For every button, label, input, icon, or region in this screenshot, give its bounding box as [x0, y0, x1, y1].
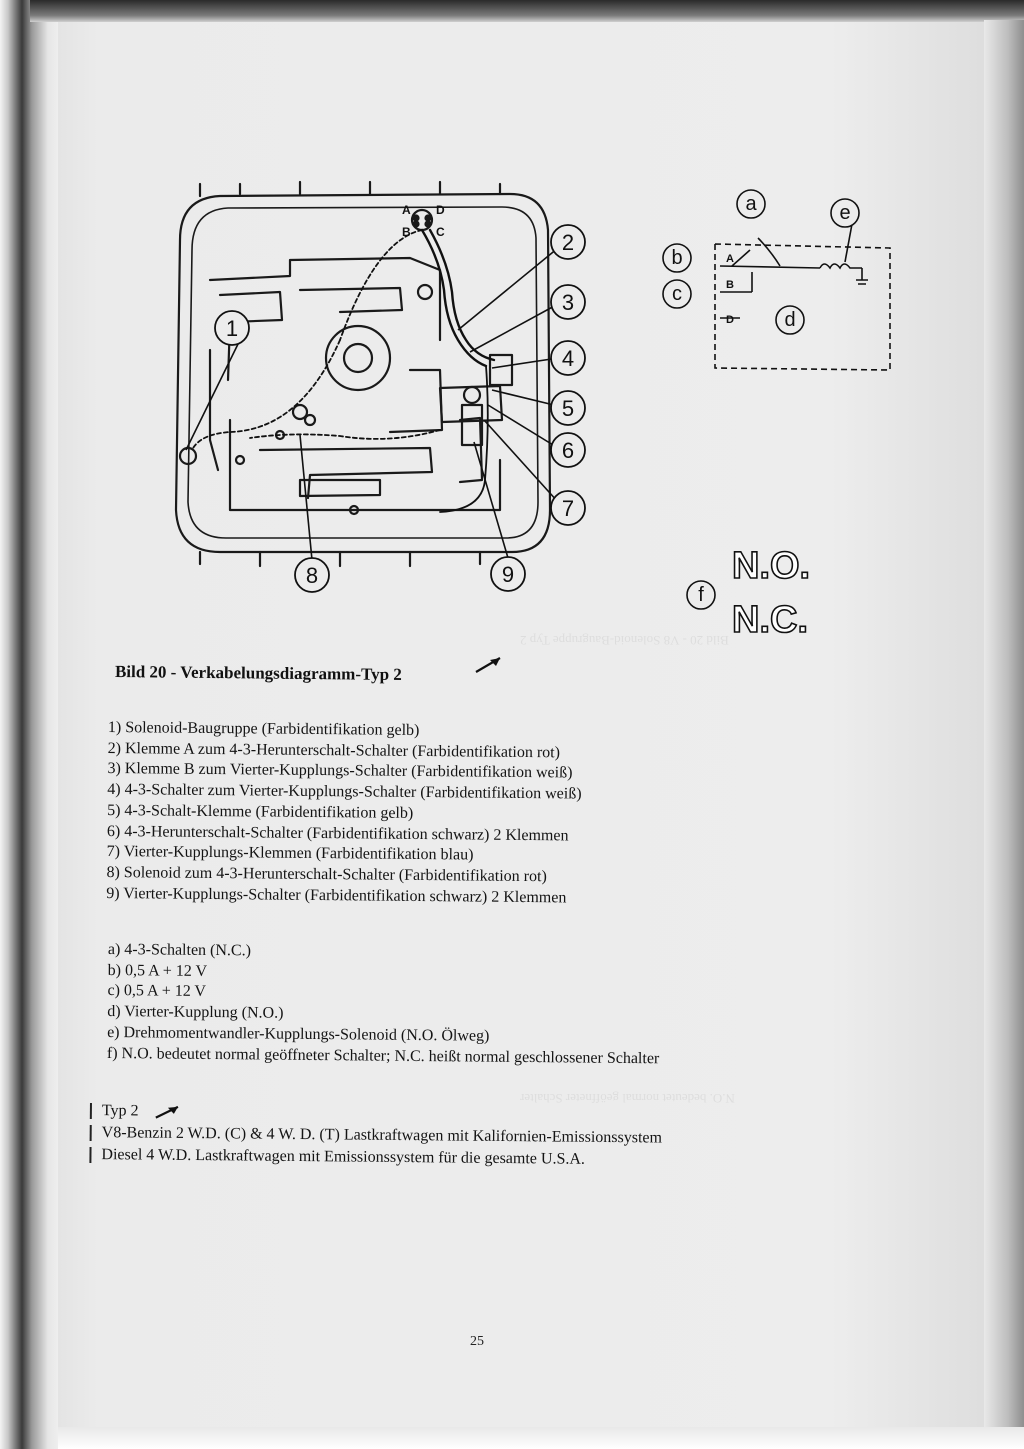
top-edge-shadow	[30, 0, 1024, 22]
callout-8: 8	[306, 563, 318, 588]
schematic-callout-c: c	[672, 283, 682, 305]
schematic-callout-e: e	[839, 202, 850, 224]
right-page-edge	[984, 20, 1024, 1430]
wiring-diagram: 1 2 3 4 5 6 7 8 9 A D B C	[174, 180, 891, 640]
callout-2: 2	[562, 230, 574, 255]
switch-callout-f: f	[698, 584, 704, 606]
terminal-label-b: B	[726, 279, 734, 291]
page-number: 25	[470, 1334, 484, 1349]
callout-5: 5	[562, 396, 574, 421]
type-label: Typ 2	[101, 1102, 139, 1120]
connector-label-d: D	[436, 203, 445, 217]
type-note-line: Typ 2	[88, 1100, 663, 1128]
terminal-label-d: D	[726, 314, 734, 326]
pointer-arrow-icon	[155, 1106, 179, 1119]
paper-sheet	[58, 20, 1024, 1430]
figure-caption: Bild 20 - Verkabelungsdiagramm-Typ 2	[114, 662, 402, 685]
bottom-margin	[58, 1427, 1024, 1449]
schematic-callout-a: a	[745, 193, 757, 215]
callout-7: 7	[562, 496, 574, 521]
schematic-callout-d: d	[784, 309, 795, 331]
lettered-legend: a) 4-3-Schalten (N.C.) b) 0,5 A + 12 V c…	[107, 940, 661, 1070]
switch-label-no: N.O.	[732, 545, 810, 587]
pointer-arrow-icon	[475, 657, 501, 673]
callout-6: 6	[562, 438, 574, 463]
connector-label-a: A	[402, 203, 411, 217]
callout-9: 9	[502, 562, 514, 587]
callout-4: 4	[562, 346, 574, 371]
connector-label-c: C	[436, 225, 445, 239]
book-binding-shadow	[0, 0, 60, 1449]
callout-3: 3	[562, 290, 574, 315]
type-notes: Typ 2 V8-Benzin 2 W.D. (C) & 4 W. D. (T)…	[87, 1100, 662, 1172]
numbered-legend: 1) Solenoid-Baugruppe (Farbidentifikatio…	[106, 718, 582, 909]
terminal-label-a: A	[726, 253, 734, 265]
schematic-callout-b: b	[671, 247, 682, 269]
connector-label-b: B	[402, 225, 411, 239]
callout-1: 1	[226, 316, 238, 341]
switch-label-nc: N.C.	[732, 599, 808, 640]
